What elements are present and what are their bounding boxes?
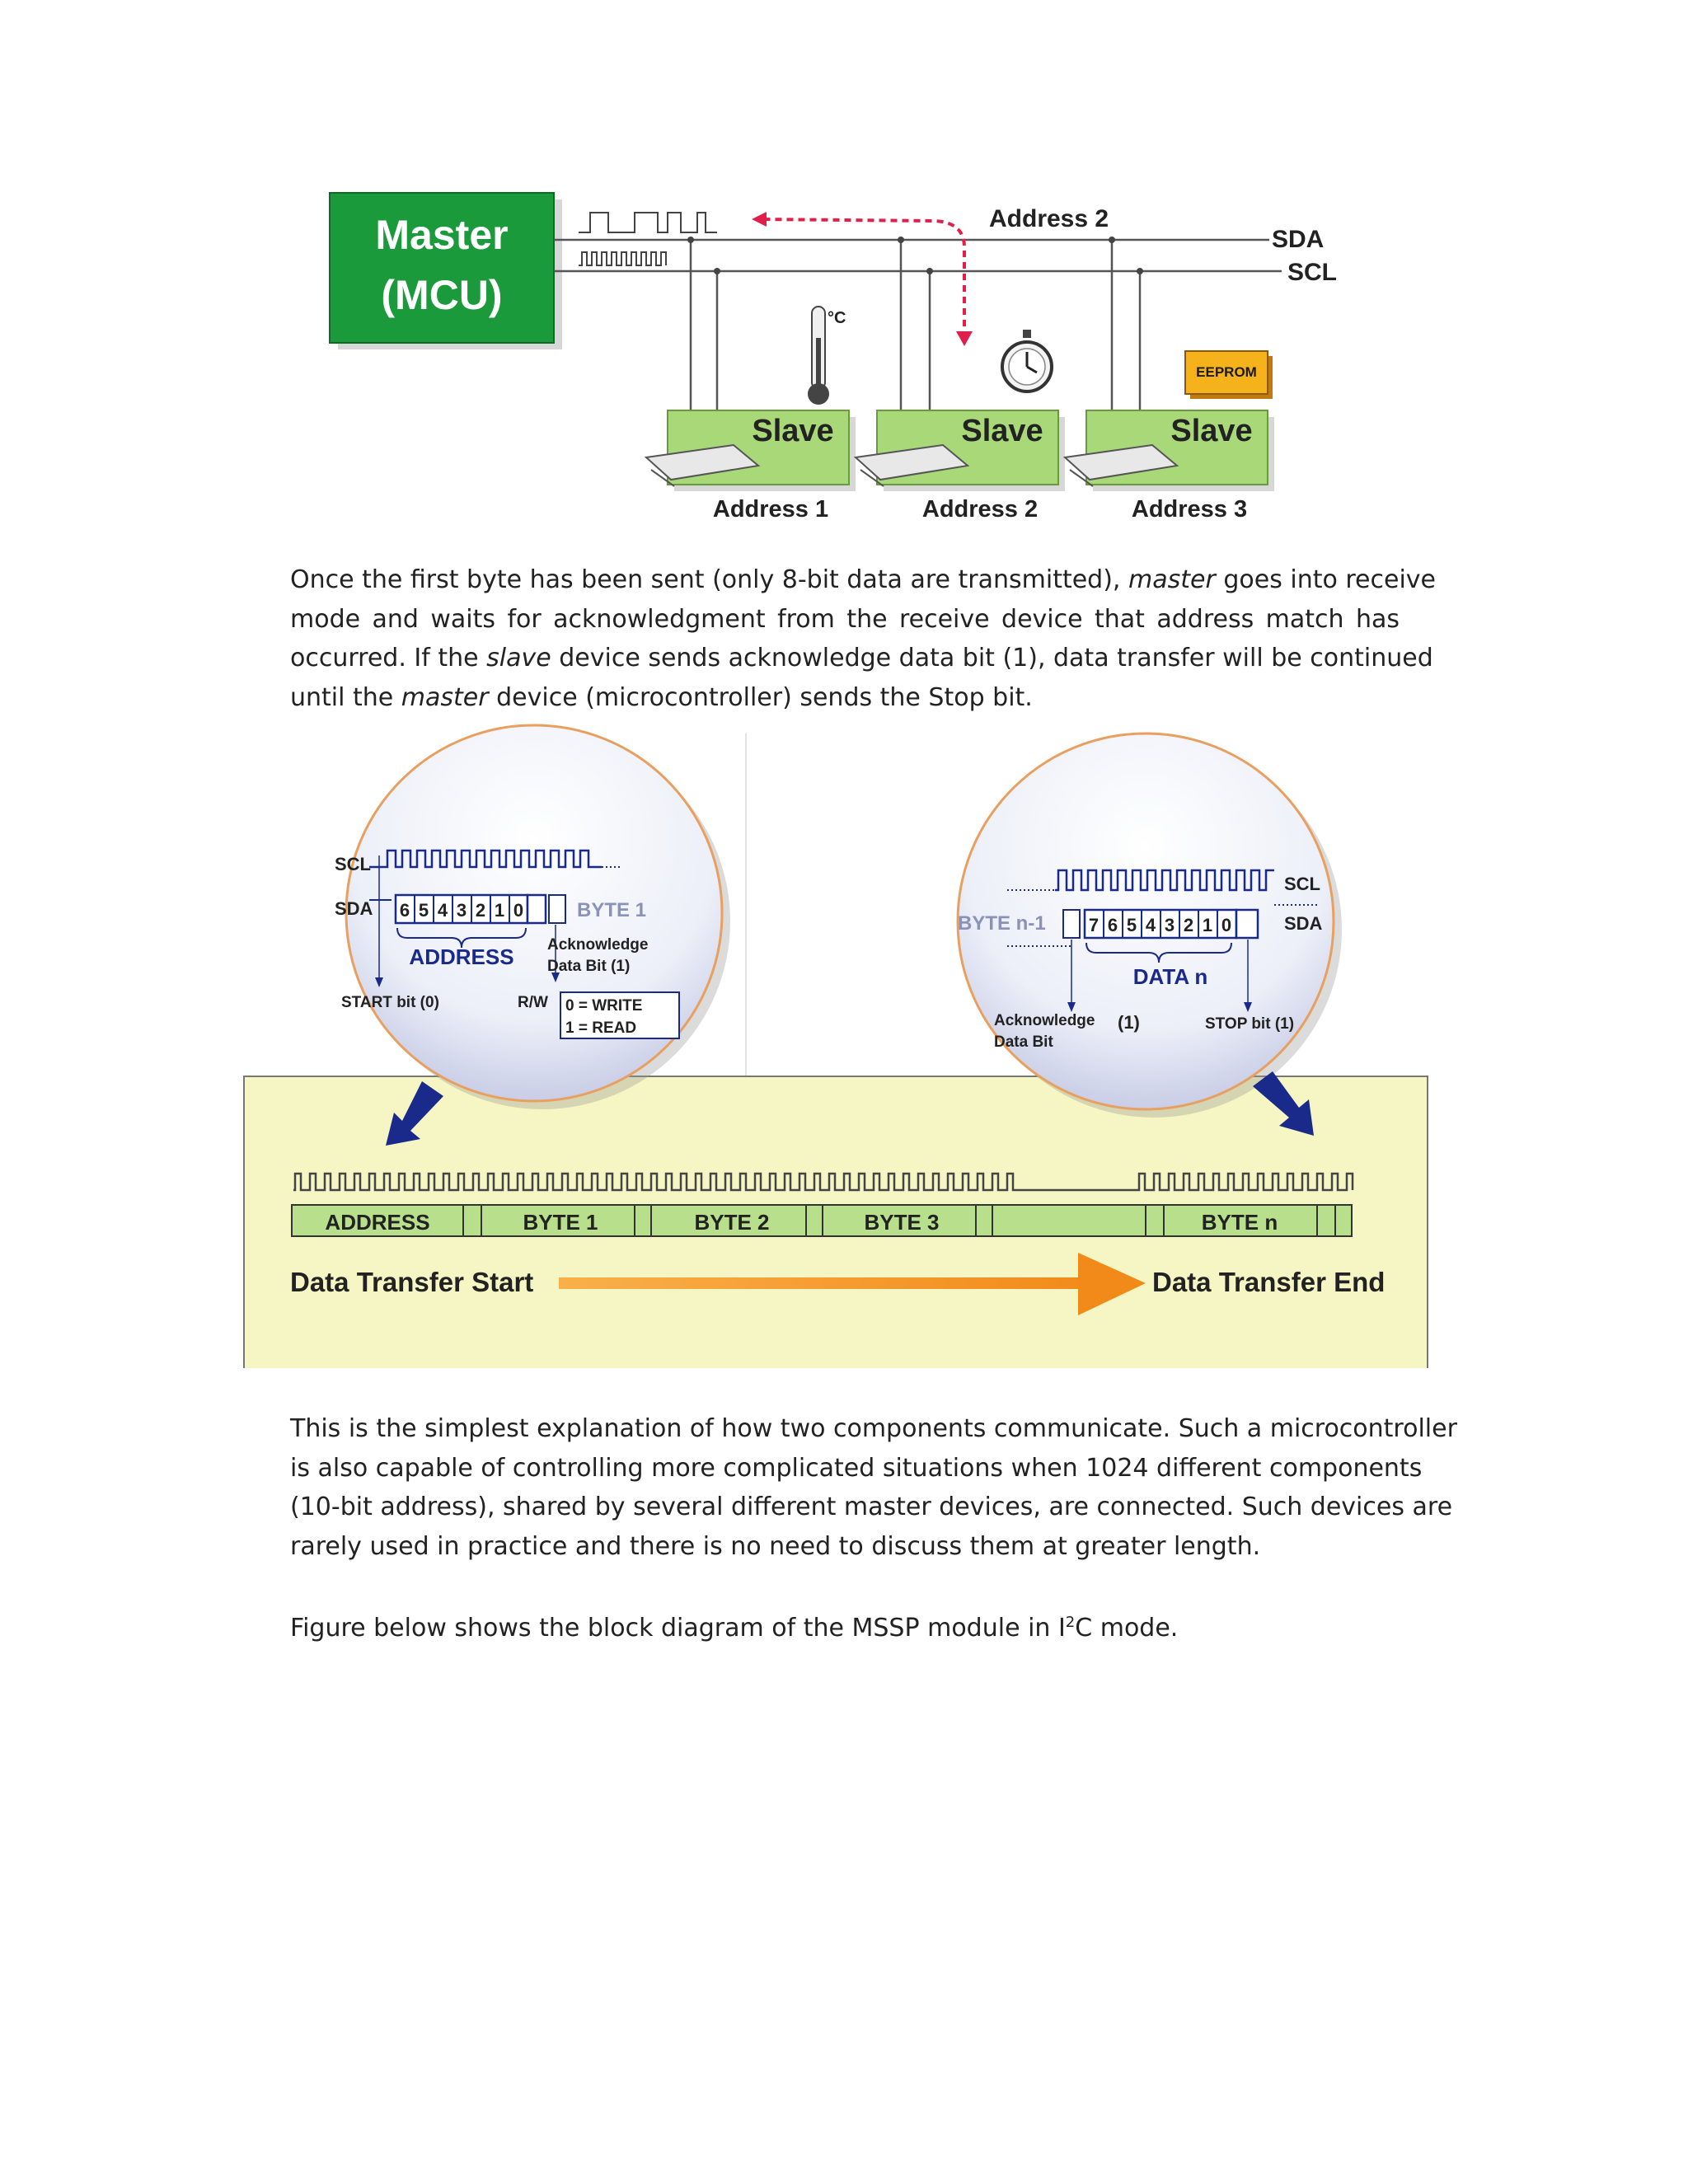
svg-text:7: 7 (1089, 915, 1099, 935)
segment-byte-n: BYTE n (1202, 1210, 1278, 1235)
thermometer-icon: °C (808, 306, 846, 405)
sda-bus-label: SDA (1272, 226, 1324, 253)
zoom-byte-n1-label: BYTE n-1 (958, 912, 1046, 935)
chip-icon (1062, 443, 1179, 481)
svg-text:1: 1 (495, 900, 504, 921)
main-clock-waveform (293, 1172, 1354, 1192)
slave-label: Slave (961, 414, 1043, 448)
svg-text:6: 6 (400, 900, 410, 921)
zoom-scl-label: SCL (335, 854, 371, 874)
slave-device-3: Slave Address 3 (1062, 410, 1274, 523)
svg-text:2: 2 (1184, 915, 1193, 935)
svg-text:(1): (1) (1118, 1012, 1140, 1033)
zoom-start-bit-label: START bit (0) (341, 994, 439, 1011)
slave-label: Slave (1170, 414, 1252, 448)
slave-address-label: Address 3 (1132, 496, 1247, 523)
right-zoom-arrow (1253, 1071, 1314, 1136)
zoom-sda-label: SDA (335, 898, 373, 919)
left-zoom-arrow (386, 1081, 443, 1146)
zoom-stop-bit-label: STOP bit (1) (1205, 1015, 1294, 1033)
svg-text:Acknowledge: Acknowledge (994, 1012, 1095, 1029)
svg-text:0 = WRITE: 0 = WRITE (565, 997, 642, 1015)
scl-waveform (579, 251, 667, 266)
top-address-label: Address 2 (989, 205, 1109, 232)
sda-waveform (579, 212, 717, 233)
svg-text:°C: °C (828, 309, 846, 327)
segment-byte-2: BYTE 2 (694, 1210, 769, 1235)
svg-text:EEPROM: EEPROM (1196, 364, 1257, 380)
svg-text:3: 3 (457, 900, 467, 921)
slave-device-2: Slave Address 2 (853, 410, 1065, 523)
svg-text:1 = READ: 1 = READ (565, 1019, 636, 1037)
zoom-scl-waveform (1055, 869, 1274, 892)
svg-text:Acknowledge: Acknowledge (547, 936, 648, 954)
slave-address-label: Address 1 (713, 496, 828, 523)
zoom-address-label: ADDRESS (409, 944, 513, 969)
paragraph-1: Once the first byte has been sent (only … (290, 565, 1437, 712)
eeprom-chip-icon: EEPROM (1184, 350, 1273, 399)
stopwatch-icon (1001, 330, 1053, 393)
zoom-rw-label: R/W (518, 994, 548, 1011)
zoom-byte1-label: BYTE 1 (577, 899, 646, 921)
segment-address: ADDRESS (325, 1210, 429, 1235)
chip-icon (853, 443, 970, 481)
transfer-arrow-shaft (559, 1277, 1095, 1289)
master-mcu-box: Master (MCU) (329, 192, 562, 349)
zoom-bit-cells: 7 6 5 4 3 2 1 0 (1083, 908, 1259, 940)
segment-byte-3: BYTE 3 (864, 1210, 939, 1235)
svg-text:5: 5 (1127, 915, 1137, 935)
svg-text:0: 0 (1221, 915, 1231, 935)
address-match-arrow (757, 218, 966, 338)
start-zoom-circle: SCL SDA 6 5 4 3 2 1 0 BYTE 1 ADDRESS (335, 724, 730, 1109)
zoom-scl-waveform (369, 849, 602, 869)
paragraph-3: Figure below shows the block diagram of … (290, 1614, 1179, 1643)
zoom-data-n-label: DATA n (1133, 964, 1208, 989)
svg-text:3: 3 (1165, 915, 1175, 935)
i2c-bus-diagram: Master (MCU) SDA SCL Address 2 °C (329, 192, 1337, 523)
svg-text:2: 2 (476, 900, 485, 921)
svg-text:4: 4 (438, 900, 448, 921)
svg-text:6: 6 (1108, 915, 1118, 935)
transfer-segment-bar: ADDRESS BYTE 1 BYTE 2 BYTE 3 BYTE n (291, 1204, 1353, 1237)
paragraph-2: This is the simplest explanation of how … (290, 1414, 1457, 1561)
slave-device-1: Slave Address 1 (644, 410, 856, 523)
master-sublabel: (MCU) (381, 272, 502, 318)
svg-text:0: 0 (513, 900, 523, 921)
transfer-start-label: Data Transfer Start (290, 1267, 533, 1297)
end-zoom-circle: SCL SDA BYTE n-1 7 6 5 4 3 2 1 0 DATA n (956, 732, 1342, 1118)
svg-text:4: 4 (1146, 915, 1156, 935)
master-label: Master (375, 212, 508, 258)
slave-address-label: Address 2 (922, 496, 1038, 523)
svg-text:Data Bit (1): Data Bit (1) (547, 958, 630, 975)
data-transfer-diagram: SCL SDA 6 5 4 3 2 1 0 BYTE 1 ADDRESS (243, 724, 1428, 1368)
svg-text:1: 1 (1203, 915, 1212, 935)
scl-bus-label: SCL (1287, 259, 1337, 286)
transfer-arrow-head (1078, 1253, 1146, 1315)
svg-text:5: 5 (419, 900, 429, 921)
segment-byte-1: BYTE 1 (523, 1210, 598, 1235)
slave-label: Slave (752, 414, 833, 448)
zoom-scl-label: SCL (1284, 874, 1320, 894)
zoom-bit-cells: 6 5 4 3 2 1 0 (394, 893, 547, 925)
chip-icon (644, 443, 761, 481)
zoom-sda-label: SDA (1284, 913, 1323, 934)
svg-text:Data Bit: Data Bit (994, 1033, 1053, 1051)
transfer-end-label: Data Transfer End (1152, 1267, 1385, 1297)
bus-taps (689, 240, 1142, 412)
